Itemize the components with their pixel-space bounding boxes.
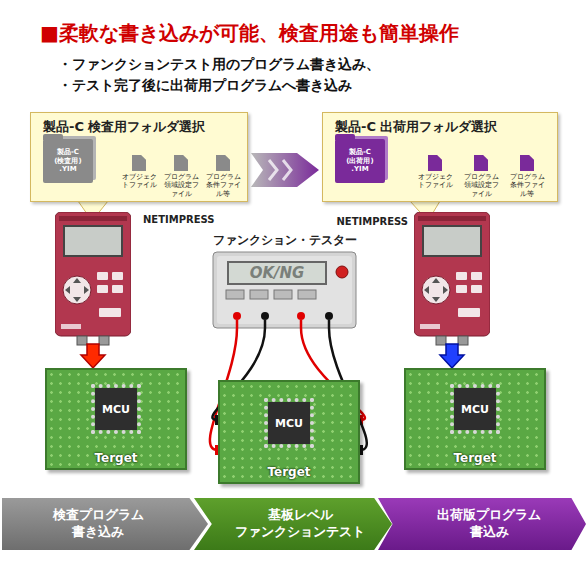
- function-tester: ファンクション・テスターOK/NG: [213, 252, 356, 328]
- decor-rect: [217, 256, 352, 324]
- mcu-chip: MCU: [264, 398, 314, 448]
- file-icon: プログラム条件ファイル等: [507, 155, 547, 199]
- folder-icon: 製品-C (出荷用) .YIM: [335, 139, 385, 183]
- node-text: 基板レベル ファンクションテスト: [235, 507, 365, 541]
- writer-device: [414, 212, 490, 345]
- node-text: 製品-C (検査用) .YIM: [54, 148, 81, 173]
- decor-line: [300, 320, 303, 328]
- writer-device: NETIMPRESS: [414, 212, 490, 336]
- node-text: 製品-C 検査用フォルダ選択: [43, 118, 205, 136]
- node-text: プログラム領域設定ファイル: [461, 173, 501, 198]
- mcu-chip: MCU: [450, 384, 500, 434]
- decor-span: 書き込み: [72, 524, 124, 539]
- folder-panel: 製品-C 出荷用フォルダ選択製品-C (出荷用) .YIMオブジェクトファイルプ…: [322, 112, 558, 202]
- file-icon: プログラム領域設定ファイル: [161, 155, 201, 199]
- node-text: Terget: [220, 465, 358, 479]
- connector: [440, 344, 464, 368]
- node-text: 検査プログラム 書き込み: [53, 507, 144, 541]
- target-board: Terget MCU: [45, 368, 187, 470]
- node-text: Terget: [406, 451, 544, 465]
- decor-span: 基板レベル: [268, 507, 333, 522]
- node-text: MCU: [102, 403, 130, 416]
- decor-span: 検査プログラム: [53, 507, 144, 522]
- node-text: オブジェクトファイル: [119, 173, 159, 190]
- decor-line: [264, 320, 267, 328]
- node-text: NETIMPRESS: [336, 216, 408, 227]
- node-text: プログラム条件ファイル等: [203, 173, 243, 198]
- node-text: オブジェクトファイル: [415, 173, 455, 190]
- decor-span: 出荷版プログラム: [437, 507, 541, 522]
- connector: [251, 153, 319, 187]
- writer-device: [55, 212, 131, 345]
- decor-rect: [213, 252, 356, 328]
- step-band: 検査プログラム 書き込み: [2, 498, 208, 550]
- step-band: 基板レベル ファンクションテスト: [194, 498, 392, 550]
- decor-rect: [226, 290, 244, 299]
- folder-icon: 製品-C (検査用) .YIM: [43, 139, 93, 183]
- chevron-mark: [283, 160, 291, 180]
- diagram-title: ■柔軟な書き込みが可能、検査用途も簡単操作: [40, 20, 459, 47]
- decor-circle: [325, 312, 333, 320]
- node-text: MCU: [275, 417, 303, 430]
- decor-circle: [233, 312, 241, 320]
- flow-arrow: [251, 153, 319, 187]
- node-text: ファンクション・テスター: [199, 232, 370, 249]
- write-arrow: [81, 344, 105, 368]
- folder-panel: 製品-C 検査用フォルダ選択製品-C (検査用) .YIMオブジェクトファイルプ…: [30, 112, 248, 202]
- file-icon: オブジェクトファイル: [415, 155, 455, 199]
- node-text: プログラム条件ファイル等: [507, 173, 547, 198]
- decor-rect: [298, 290, 316, 299]
- file-icon: プログラム条件ファイル等: [203, 155, 243, 199]
- note-line: ・テスト完了後に出荷用プログラムへ書き込み: [58, 77, 352, 95]
- writer-device: NETIMPRESS: [55, 212, 131, 336]
- decor-circle: [336, 266, 348, 278]
- node-text: OK/NG: [227, 261, 327, 285]
- node-text: 製品-C 出荷用フォルダ選択: [335, 118, 497, 136]
- connector: [81, 344, 105, 368]
- file-icon: プログラム領域設定ファイル: [461, 155, 501, 199]
- decor-rect: [274, 290, 292, 299]
- decor-span: 書込み: [470, 524, 509, 539]
- decor-rect: [250, 290, 268, 299]
- tester-body: [213, 252, 356, 328]
- mcu-chip: MCU: [91, 384, 141, 434]
- chevron-mark: [269, 160, 277, 180]
- decor-circle: [261, 312, 269, 320]
- decor-line: [328, 320, 331, 328]
- node-text: プログラム領域設定ファイル: [161, 173, 201, 198]
- file-icon: オブジェクトファイル: [119, 155, 159, 199]
- node-text: Terget: [47, 451, 185, 465]
- node-text: 製品-C (出荷用) .YIM: [346, 148, 373, 173]
- node-text: 出荷版プログラム 書込み: [437, 507, 541, 541]
- note-line: ・ファンクションテスト用のプログラム書き込み、: [58, 56, 380, 74]
- write-arrow: [440, 344, 464, 368]
- step-band: 出荷版プログラム 書込み: [378, 498, 586, 550]
- target-board: Terget MCU: [404, 368, 546, 470]
- target-board: Terget MCU: [218, 380, 360, 484]
- decor-line: [236, 320, 239, 328]
- node-text: NETIMPRESS: [143, 214, 215, 225]
- node-text: MCU: [461, 403, 489, 416]
- decor-span: ファンクションテスト: [235, 524, 365, 539]
- decor-circle: [297, 312, 305, 320]
